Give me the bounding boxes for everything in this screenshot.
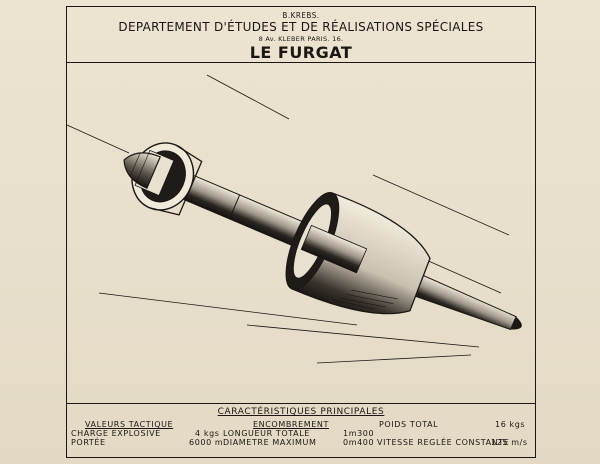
author-name: B.KREBS. xyxy=(282,11,320,20)
drawing-frame: B.KREBS. DEPARTEMENT D'ÉTUDES ET DE RÉAL… xyxy=(66,6,536,458)
torpedo-body xyxy=(123,142,522,331)
drawing-title: LE FURGAT xyxy=(249,43,353,62)
weight-label: POIDS TOTAL xyxy=(379,420,439,429)
tactical-heading: VALEURS TACTIQUE xyxy=(85,420,174,429)
weight-value: 16 kgs xyxy=(495,420,526,429)
speed-label: VITESSE REGLÉE CONSTANTE xyxy=(377,438,510,447)
department-name: DEPARTEMENT D'ÉTUDES ET DE RÉALISATIONS … xyxy=(118,20,484,34)
diameter-label: DIAMETRE MAXIMUM xyxy=(223,438,317,447)
charge-value: 4 kgs xyxy=(195,429,220,438)
range-value: 6000 m xyxy=(189,438,224,447)
address: 8 Av. KLEBER PARIS. 16. xyxy=(258,35,344,43)
specifications-block: CARACTÉRISTIQUES PRINCIPALES VALEURS TAC… xyxy=(67,403,535,457)
torpedo-illustration xyxy=(66,63,535,403)
length-value: 1m300 xyxy=(343,429,375,438)
specs-title: CARACTÉRISTIQUES PRINCIPALES xyxy=(217,407,385,417)
diameter-value: 0m400 xyxy=(343,438,375,447)
charge-label: CHARGE EXPLOSIVE xyxy=(71,429,161,438)
speed-value: 125 m/s xyxy=(491,438,528,447)
dimensions-heading: ENCOMBREMENT xyxy=(253,420,329,429)
title-block: B.KREBS. DEPARTEMENT D'ÉTUDES ET DE RÉAL… xyxy=(67,7,535,63)
torpedo-sketch xyxy=(66,74,522,364)
length-label: LONGUEUR TOTALE xyxy=(223,429,310,438)
range-label: PORTÉE xyxy=(71,438,106,447)
